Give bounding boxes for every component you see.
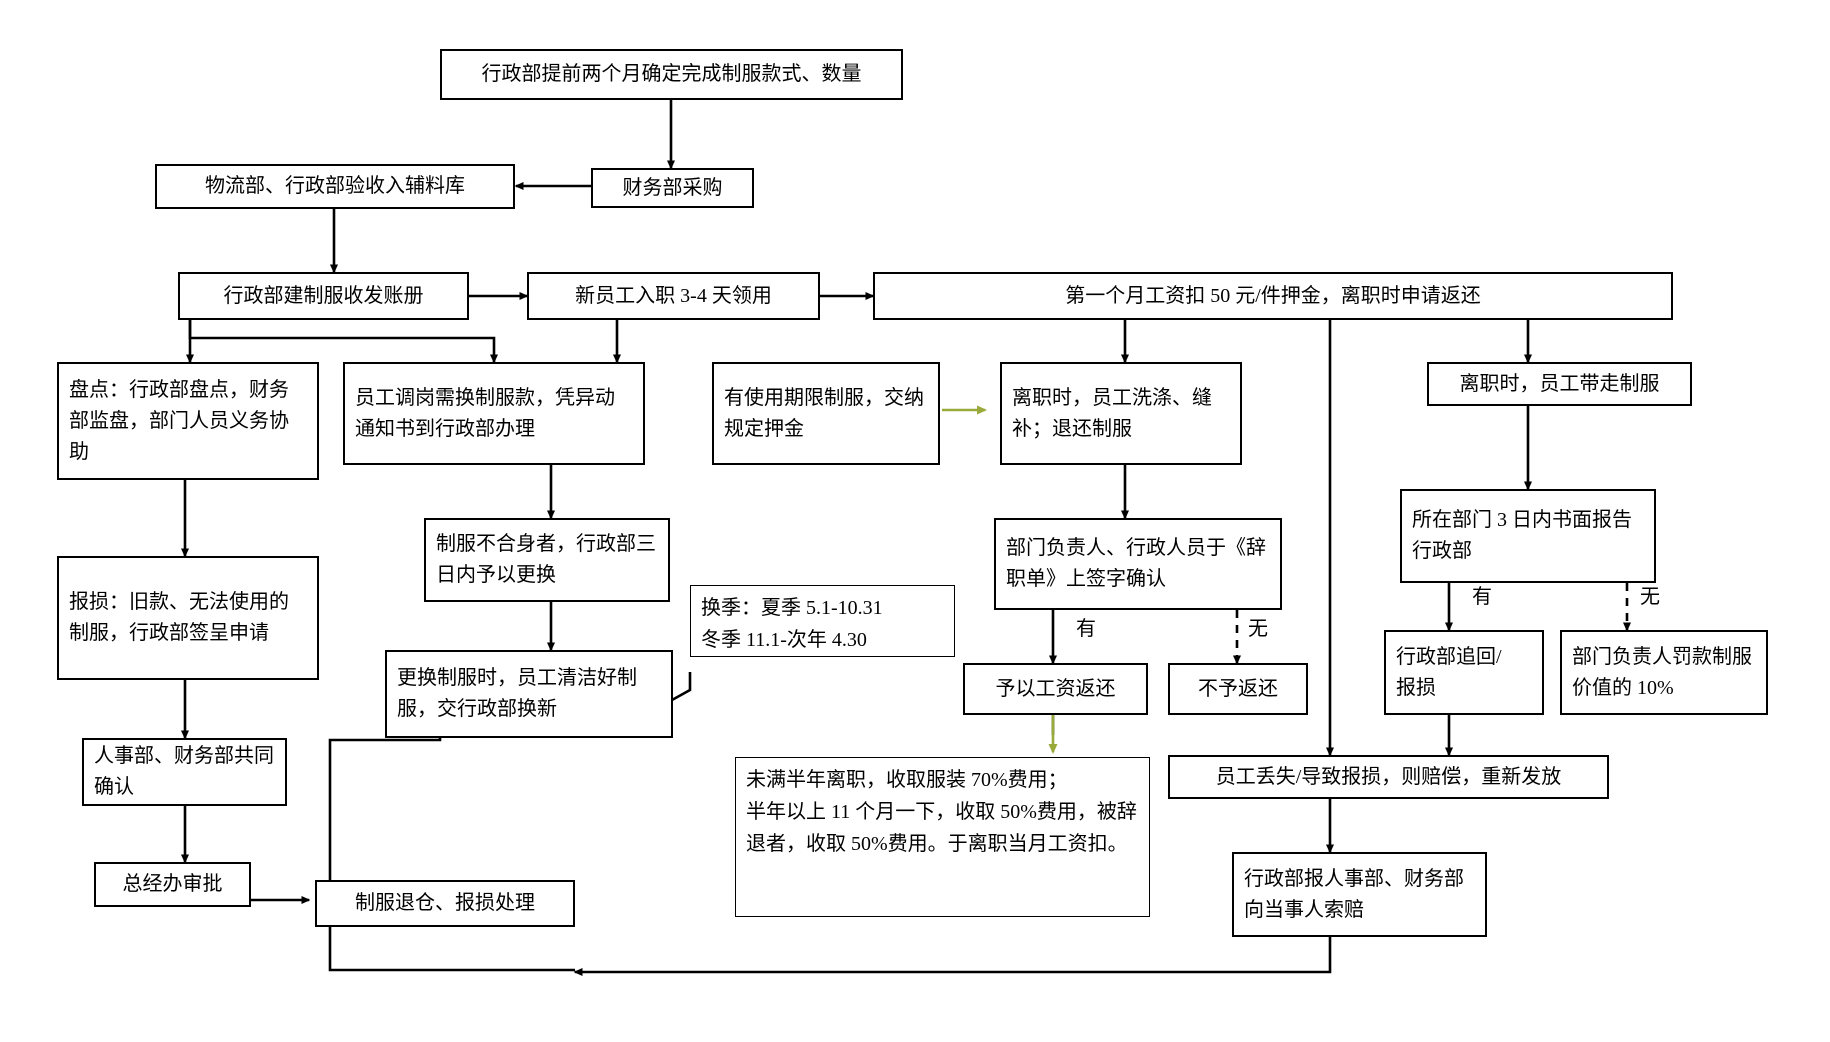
node-n1[interactable]: 行政部提前两个月确定完成制服款式、数量	[440, 49, 903, 100]
node-n18[interactable]: 不予返还	[1168, 663, 1308, 715]
node-n15[interactable]: 所在部门 3 日内书面报告行政部	[1400, 489, 1656, 583]
edge-label-resign-yes: 有	[1076, 618, 1096, 640]
node-n3[interactable]: 物流部、行政部验收入辅料库	[155, 164, 515, 209]
node-n13[interactable]: 制服不合身者，行政部三日内予以更换	[424, 518, 670, 602]
node-n14[interactable]: 部门负责人、行政人员于《辞职单》上签字确认	[994, 518, 1282, 610]
node-n7[interactable]: 盘点：行政部盘点，财务部监盘，部门人员义务协助	[57, 362, 319, 480]
node-n10[interactable]: 离职时，员工洗涤、缝补；退还制服	[1000, 362, 1242, 465]
node-n16[interactable]: 更换制服时，员工清洁好制服，交行政部换新	[385, 650, 673, 738]
node-n12[interactable]: 报损：旧款、无法使用的制服，行政部签呈申请	[57, 556, 319, 680]
node-n8[interactable]: 员工调岗需换制服款，凭异动通知书到行政部办理	[343, 362, 645, 465]
node-n9[interactable]: 有使用期限制服，交纳规定押金	[712, 362, 940, 465]
node-n4[interactable]: 行政部建制服收发账册	[178, 272, 469, 320]
node-n21[interactable]: 人事部、财务部共同确认	[82, 738, 287, 806]
node-n5[interactable]: 新员工入职 3-4 天领用	[527, 272, 820, 320]
note-resign-fees: 未满半年离职，收取服装 70%费用； 半年以上 11 个月一下，收取 50%费用…	[735, 757, 1150, 917]
edge-label-report-no: 无	[1640, 586, 1660, 608]
node-n25[interactable]: 行政部报人事部、财务部向当事人索赔	[1232, 852, 1487, 937]
node-n17[interactable]: 予以工资返还	[963, 663, 1148, 715]
node-n20[interactable]: 部门负责人罚款制服价值的 10%	[1560, 630, 1768, 715]
node-n2[interactable]: 财务部采购	[591, 168, 754, 208]
node-n11[interactable]: 离职时，员工带走制服	[1427, 362, 1692, 406]
edge-label-resign-no: 无	[1248, 618, 1268, 640]
node-n24[interactable]: 制服退仓、报损处理	[315, 880, 575, 927]
edge-label-report-yes: 有	[1472, 586, 1492, 608]
node-n23[interactable]: 总经办审批	[94, 862, 251, 907]
node-n6[interactable]: 第一个月工资扣 50 元/件押金，离职时申请返还	[873, 272, 1673, 320]
note-season-change: 换季：夏季 5.1-10.31 冬季 11.1-次年 4.30	[690, 585, 955, 657]
node-n22[interactable]: 员工丢失/导致报损，则赔偿，重新发放	[1168, 755, 1609, 799]
node-n19[interactable]: 行政部追回/ 报损	[1384, 630, 1544, 715]
